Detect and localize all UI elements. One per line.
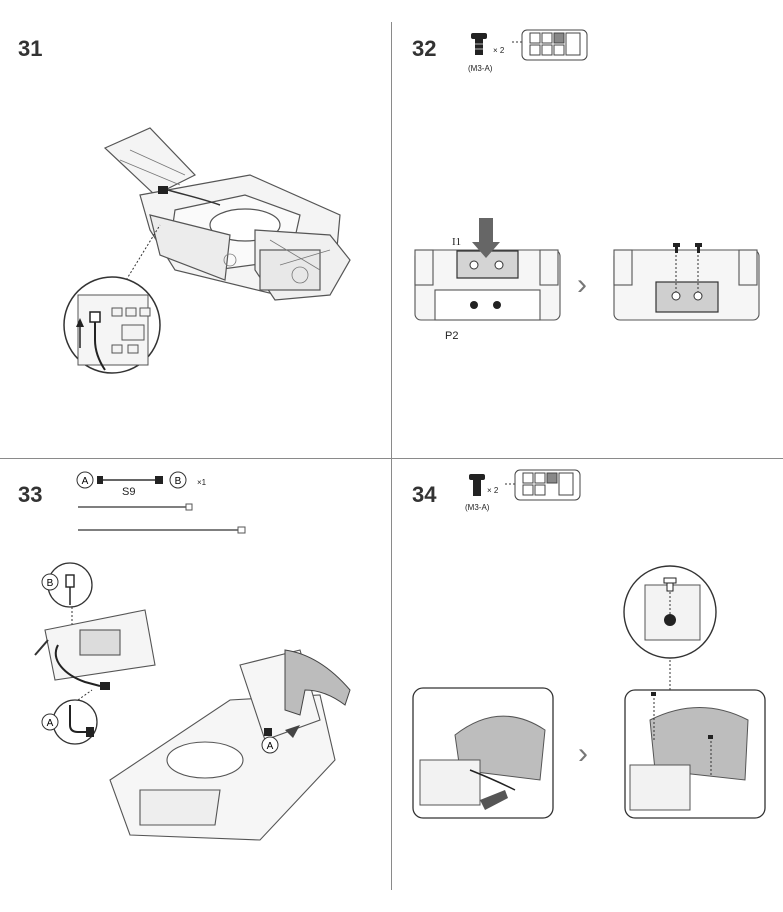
- step-34-screw-qty: × 2: [487, 486, 499, 495]
- screw-icon: [471, 33, 487, 55]
- step-32-screw-code: (M3-A): [468, 64, 493, 73]
- horizontal-divider: [0, 458, 783, 459]
- step-32-label-p2: P2: [445, 330, 459, 342]
- svg-text:A: A: [47, 718, 54, 729]
- parts-tray-icon: [521, 29, 588, 61]
- step-33-cable-code: S9: [122, 486, 136, 498]
- step-33-cable-qty: ×1: [197, 478, 207, 487]
- shell-cover: [284, 649, 351, 716]
- down-arrow-32: [472, 218, 500, 258]
- step-31-number: 31: [18, 36, 43, 61]
- step-32-screw-qty: × 2: [493, 46, 505, 55]
- battery-cover-lid: [103, 127, 196, 196]
- callout-b-badge: [41, 573, 59, 591]
- step-32-label-i1: I1: [452, 236, 462, 248]
- step-32-chevron: ›: [577, 268, 587, 301]
- step-33-number: 33: [18, 482, 43, 507]
- vertical-divider: [391, 22, 392, 890]
- bracket-plate: [456, 250, 519, 279]
- cable-end-b-badge: [169, 471, 187, 489]
- cable-end-a-badge: [76, 471, 94, 489]
- parts-tray-icon-34: [514, 469, 581, 501]
- step-34-chevron: ›: [578, 737, 588, 770]
- step-32-number: 32: [412, 36, 437, 61]
- push-arrow-34: [480, 790, 508, 810]
- svg-text:A: A: [267, 741, 274, 752]
- svg-text:B: B: [175, 476, 182, 487]
- step-34-screw-code: (M3-A): [465, 503, 490, 512]
- svg-text:B: B: [47, 578, 54, 589]
- svg-text:A: A: [82, 476, 89, 487]
- screw-icon-34: [469, 474, 485, 496]
- connector-block: [158, 186, 168, 194]
- up-arrow-31: [76, 318, 84, 327]
- callout-a-badge: [41, 713, 59, 731]
- step-34-number: 34: [412, 482, 437, 507]
